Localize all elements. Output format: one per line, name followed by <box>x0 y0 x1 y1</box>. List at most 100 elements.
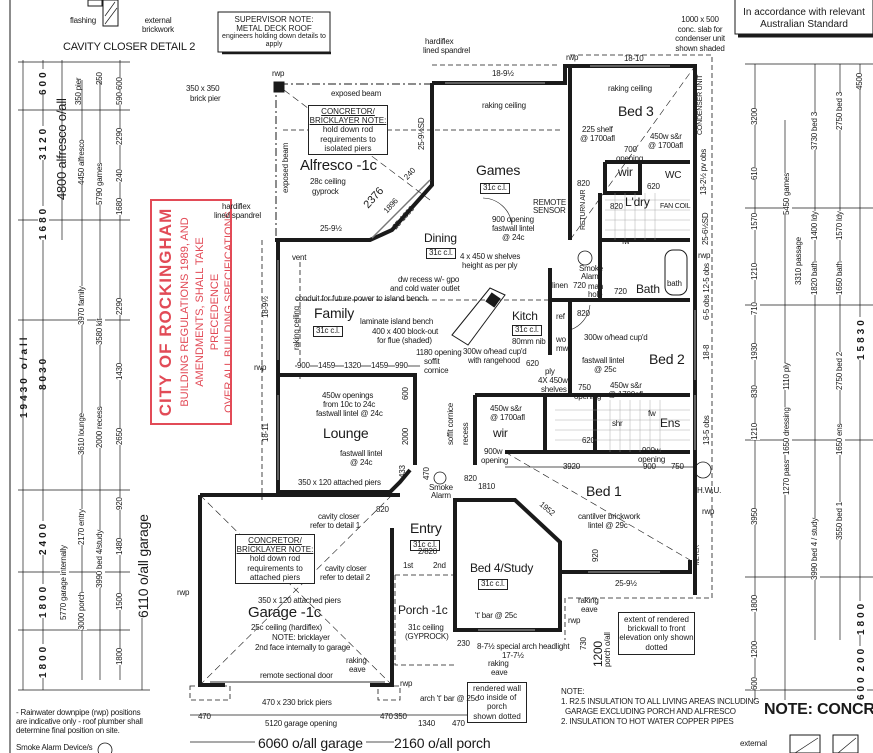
supervisor-note: SUPERVISOR NOTE: METAL DECK ROOF enginee… <box>219 15 329 49</box>
right-dim: 2750 bed 2 <box>835 351 845 390</box>
right-dim: 3550 bed 1 <box>835 501 845 540</box>
rwp-note-2: are indicative only - roof plumber shall <box>16 717 143 726</box>
note-line: isolated piers <box>324 143 372 153</box>
right-dim: 3990 bed 4 / study <box>810 517 820 580</box>
left-dim: 590 <box>115 92 125 105</box>
fridge: ref <box>556 312 565 321</box>
lounge-lintel-1: fastwall lintel <box>340 449 383 458</box>
bed4-ceiling-height: 31c c.l. <box>478 579 508 590</box>
room-lounge: Lounge <box>323 425 369 441</box>
door-width: 820 <box>464 474 477 483</box>
rwp-note-3: determine final position on site. <box>16 726 120 735</box>
sectional-door: remote sectional door <box>260 671 333 680</box>
left-dim: 1800 <box>115 648 125 665</box>
left-dim: 2000 recess <box>95 406 105 448</box>
garage-piers: 350 x 120 attached piers <box>258 596 341 605</box>
rwp-label: rwp <box>566 53 579 62</box>
stamp-line: CITY OF ROCKINGHAM <box>156 207 175 417</box>
soffit-opening-2: soffit <box>424 357 440 366</box>
smoke-alarm-2: Alarm <box>431 491 451 500</box>
raking-ceiling-family: raking ceiling <box>292 306 301 350</box>
right-dim: 830 <box>750 385 760 398</box>
wall-dim: 6-5 obs 12-5 obs <box>702 263 711 320</box>
wall-dim: 3920 <box>563 462 580 471</box>
soffit-opening-1: 1180 opening <box>416 348 462 357</box>
bed2-cupd: 300w o/head cup'd <box>584 333 648 342</box>
right-dim: 1400 ldy <box>810 211 820 240</box>
note-line: rendered wall <box>472 684 522 693</box>
right-dim: 1570 <box>750 213 760 230</box>
note-line: hold down rod <box>249 554 301 564</box>
brick-pier-1: 350 x 350 <box>186 84 220 93</box>
supervisor-note-line: engineers holding down details to apply <box>222 33 326 49</box>
hardiflex-left-2: lined spandrel <box>214 211 262 220</box>
manhole-1: man <box>588 282 603 291</box>
left-dim-alfresco-overall: 4800 alfresco o/all <box>54 98 69 200</box>
games-lintel-1: 900 opening <box>492 215 534 224</box>
condenser-unit: CONDENSER UNIT <box>697 74 704 135</box>
hardiflex-top-2: lined spandrel <box>423 46 471 55</box>
ply-3: shelves <box>541 385 567 394</box>
porch-overall-dim: 2160 o/all porch <box>394 735 491 752</box>
wall-dim: 920 <box>591 549 600 562</box>
left-dim: 8030 <box>38 355 49 390</box>
door-width: 720 <box>573 281 586 290</box>
right-dim: 1650 ens <box>835 423 845 455</box>
note-line: dotted <box>645 642 668 652</box>
lounge-openings-2: from 10c to 24c <box>323 400 376 409</box>
wall-dim: 25-6½SD <box>701 212 710 245</box>
room-garage: Garage -1c <box>248 604 322 621</box>
wall-dim: 25-9½ <box>320 224 342 233</box>
bed1-sr-2: @ 1700afl <box>490 413 525 422</box>
bottom-dim: 350 <box>394 712 407 721</box>
wall-dim: 13-2½ pv obs <box>699 148 708 195</box>
right-dim: 710 <box>750 302 760 315</box>
left-dim-garage-overall: 6110 o/all garage <box>135 514 152 618</box>
sr-note-2: @ 1700afl <box>648 141 683 150</box>
room-bed-3: Bed 3 <box>618 103 654 119</box>
left-dim: 1680 <box>115 198 125 215</box>
opening-700-1: 700 <box>624 145 637 154</box>
wall-dim: 230 <box>457 639 470 648</box>
external-brickwork-label: external brickwork <box>142 16 174 34</box>
left-dim-overall: 19430 o/all <box>19 334 30 418</box>
dw-recess-1: dw recess w/- gpo <box>398 275 460 284</box>
note-line: CONCRETOR/ <box>321 107 375 116</box>
wall-dim: 470 <box>422 467 431 480</box>
wall-dim: 18-11 <box>261 423 270 442</box>
door-width: 620 <box>582 436 595 445</box>
smoke-alarm-2: Alarm <box>581 272 601 281</box>
entry-step-2: 2nd <box>433 561 446 570</box>
insulation-note-2: 2. INSULATION TO HOT WATER COPPER PIPES <box>561 717 734 726</box>
wall-dim: 730 <box>579 637 588 650</box>
lounge-openings-1: 450w openings <box>322 391 374 400</box>
rwp-label: rwp <box>698 251 711 260</box>
wall-dim: 25-9½ <box>615 579 637 588</box>
t-bar-note: 't' bar @ 25c <box>475 611 517 620</box>
bottom-dim: 470 <box>380 712 393 721</box>
left-dim: 1680 <box>38 205 49 240</box>
note-line: BRICKLAYER NOTE: <box>236 545 314 555</box>
entry-door: 2/820 <box>418 547 438 556</box>
ply-2: 4X 450w <box>538 376 568 385</box>
wall-dim: 25-9½SD <box>417 117 426 150</box>
right-dim: 1110 ply <box>782 362 792 390</box>
note-line: elevation only shown <box>619 633 694 643</box>
raking-ceiling-games: raking ceiling <box>482 101 526 110</box>
dw-recess-2: and cold water outlet <box>390 284 460 293</box>
family-dim: 900 <box>297 361 310 371</box>
room-dining: Dining <box>424 231 457 245</box>
note-line: brickwall to front <box>627 624 686 634</box>
porch-ceiling: 31c ceiling <box>408 623 444 632</box>
cantilever-2: lintel @ 29c <box>588 521 628 530</box>
wall-dim: 600 <box>401 387 410 400</box>
soffit-cornice: soffit cornice <box>446 403 455 445</box>
bottom-dim: 470 <box>198 712 211 721</box>
standard-note-line: Australian Standard <box>760 18 848 30</box>
room-bed-2: Bed 2 <box>649 351 685 367</box>
wall-dim: 2000 <box>401 428 410 445</box>
left-dim: 2170 entry <box>77 509 87 545</box>
right-dim-overall: 15830 <box>856 317 867 360</box>
room-bed-1: Bed 1 <box>586 483 622 499</box>
left-dim: 1800 <box>38 643 49 678</box>
